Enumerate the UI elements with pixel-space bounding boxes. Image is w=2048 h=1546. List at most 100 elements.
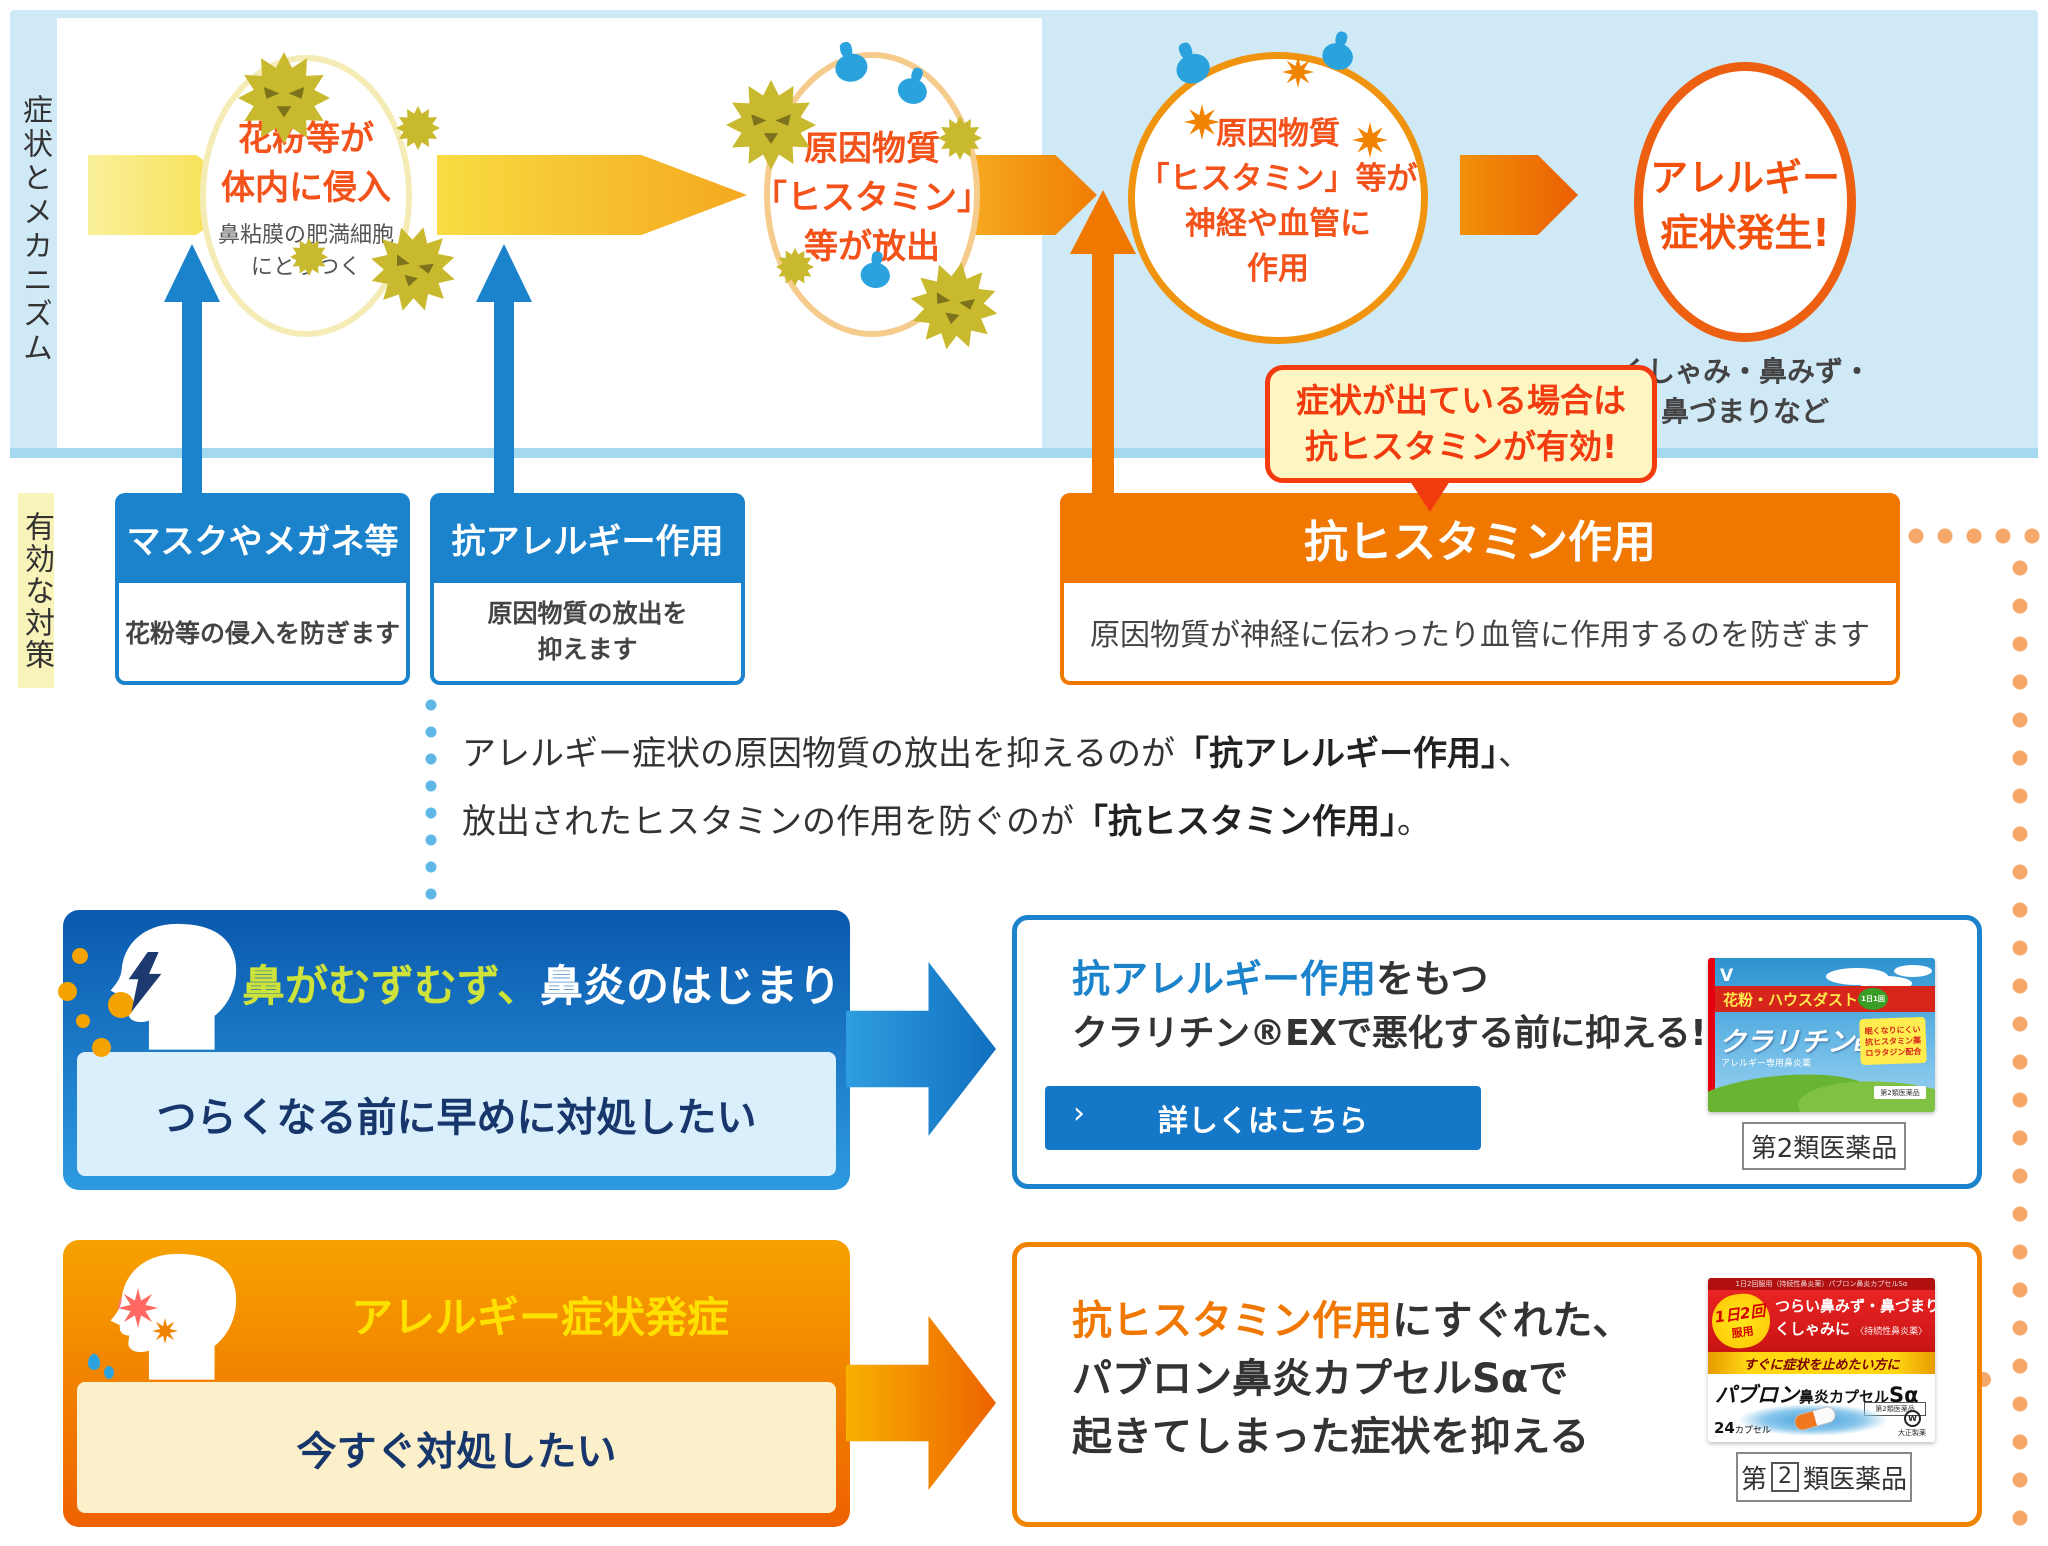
pollen-icon xyxy=(903,255,1005,357)
pollen-icon xyxy=(776,248,814,286)
pollen-icon xyxy=(938,116,982,160)
details-button-label: 詳しくはこちら xyxy=(1158,1104,1368,1139)
step4-circle: アレルギー 症状発生! xyxy=(1634,62,1856,342)
case1-wish-text: つらくなる前に早めに対処したい xyxy=(156,1095,757,1141)
box-mask-desc: 花粉等の侵入を防ぎます xyxy=(124,619,400,648)
case1-drug-class-label: 第2類医薬品 xyxy=(1742,1122,1906,1170)
claritin-dose-badge-label: 1日1回 xyxy=(1861,995,1885,1003)
step4-title-line2: 症状発生! xyxy=(1660,211,1830,255)
case2-wish: 今すぐ対処したい xyxy=(77,1382,836,1513)
antihistamine-callout: 症状が出ている場合は 抗ヒスタミンが有効! xyxy=(1265,365,1657,483)
box-antihistamine-title: 抗ヒスタミン作用 xyxy=(1304,517,1656,568)
box-mask-header: マスクやメガネ等 xyxy=(115,493,410,583)
step3-title-line1: 原因物質 xyxy=(1216,116,1340,152)
antihistamine-up-arrow-shaft xyxy=(1092,252,1114,500)
details-button[interactable]: › 詳しくはこちら xyxy=(1045,1086,1481,1150)
claritin-tagline: アレルギー専用鼻炎薬 xyxy=(1721,1059,1812,1069)
antiallergy-up-arrow-head xyxy=(476,244,532,302)
mask-up-arrow-shaft xyxy=(182,300,202,495)
case1-arrow xyxy=(846,962,996,1136)
case1-solution-bold: 抗アレルギー作用 xyxy=(1072,957,1377,1001)
head-profile-icon xyxy=(88,918,238,1050)
case2-arrow xyxy=(846,1316,996,1490)
mask-up-arrow-head xyxy=(164,244,220,302)
claritin-band: 花粉・ハウスダスト xyxy=(1715,986,1935,1012)
symptoms-note-line1: くしゃみ・鼻みず・ xyxy=(1618,355,1871,388)
claritin-band-label: 花粉・ハウスダスト xyxy=(1723,990,1859,1009)
pabron-name: パブロン鼻炎カプセルSα xyxy=(1715,1379,1919,1409)
case1-solution-rest: をもつ xyxy=(1376,957,1489,1001)
explanation-line2-pre: 放出されたヒスタミンの作用を防ぐのが xyxy=(462,802,1074,842)
taisho-logo-glyph: W xyxy=(1908,1414,1917,1423)
step1-circle: 花粉等が 体内に侵入 鼻粘膜の肥満細胞 にとりつく xyxy=(200,55,412,337)
explanation-line2-bold: 「抗ヒスタミン作用」 xyxy=(1074,802,1397,842)
step2-title-line1: 原因物質 xyxy=(804,129,940,169)
pabron-top-strip: 1日2回服用（持続性鼻炎薬）パブロン鼻炎カプセルSα xyxy=(1708,1278,1935,1290)
callout-line2: 抗ヒスタミンが有効! xyxy=(1304,427,1618,466)
pabron-count-unit: カプセル xyxy=(1734,1426,1771,1436)
step1-note-line1: 鼻粘膜の肥満細胞 xyxy=(217,223,394,248)
pollen-dot xyxy=(58,982,77,1001)
box-antiallergy-title: 抗アレルギー作用 xyxy=(451,521,724,562)
case1-solution-line2: クラリチン®EXで悪化する前に抑える! xyxy=(1072,1013,1707,1054)
case2-title: アレルギー症状発症 xyxy=(350,1293,729,1342)
claritin-name: クラリチンEX xyxy=(1719,1020,1879,1059)
pollen-dot xyxy=(76,1014,90,1028)
sneeze-droplet xyxy=(88,1354,100,1370)
claritin-dose-badge: 1日1回 xyxy=(1858,988,1888,1010)
step3-title-line4: 作用 xyxy=(1247,251,1309,287)
pabron-yellow-band: すぐに症状を止めたい方に xyxy=(1708,1352,1935,1374)
pabron-count: 24カプセル xyxy=(1714,1418,1771,1437)
case2-class-pre: 第 xyxy=(1740,1464,1767,1495)
explanation-line1-post: 、 xyxy=(1497,734,1532,774)
pollen-icon xyxy=(396,106,440,150)
pollen-icon xyxy=(290,238,328,276)
case2-solution-line2: パブロン鼻炎カプセルSαで xyxy=(1072,1356,1569,1402)
case2-card-body xyxy=(77,1382,836,1513)
symptoms-note-line2: 鼻づまりなど xyxy=(1660,395,1829,428)
step1-title-line2: 体内に侵入 xyxy=(221,168,391,208)
step3-title-line3: 神経や血管に xyxy=(1185,206,1371,242)
claritin-class-chip: 第2類医薬品 xyxy=(1874,1086,1926,1099)
box-mask-body: 花粉等の侵入を防ぎます xyxy=(115,583,410,685)
burst-icon xyxy=(1352,122,1388,158)
box-antiallergy-body: 原因物質の放出を 抑えます xyxy=(430,583,745,685)
pabron-count-num: 24 xyxy=(1714,1419,1735,1437)
pabron-headline2-main: くしゃみに xyxy=(1775,1320,1851,1338)
box-mask-title: マスクやメガネ等 xyxy=(126,521,399,562)
band-bottom-edge xyxy=(10,448,2038,458)
sneeze-burst-icon xyxy=(152,1318,178,1344)
pabron-headline1: つらい鼻みず・鼻づまり・ xyxy=(1775,1297,1935,1315)
case2-solution-rest: にすぐれた、 xyxy=(1392,1298,1633,1344)
pabron-headline2-note: 〈持続性鼻炎薬〉 xyxy=(1855,1327,1928,1337)
burst-icon xyxy=(1184,104,1220,140)
box-antiallergy-desc1: 原因物質の放出を xyxy=(487,599,688,628)
orange-dotted-line-vertical xyxy=(2012,558,2028,1546)
antihistamine-up-arrow-head xyxy=(1070,190,1136,254)
histamine-icon xyxy=(853,247,898,292)
pabron-maker: 大正製薬 xyxy=(1898,1429,1926,1437)
explanation-line1-pre: アレルギー症状の原因物質の放出を抑えるのが xyxy=(462,734,1175,774)
box-antiallergy-desc2: 抑えます xyxy=(537,635,638,664)
case1-drug-class-text: 第2類医薬品 xyxy=(1750,1133,1898,1164)
countermeasure-sidebar-label: 有効な対策 xyxy=(19,511,54,671)
claritin-class-chip-label: 第2類医薬品 xyxy=(1880,1088,1920,1097)
box-antihistamine-desc: 原因物質が神経に伝わったり血管に作用するのを防ぎます xyxy=(1090,618,1870,653)
case1-wish: つらくなる前に早めに対処したい xyxy=(77,1052,836,1176)
explanation-line1-bold: 「抗アレルギー作用」 xyxy=(1174,734,1498,774)
box-antihistamine-header: 抗ヒスタミン作用 xyxy=(1060,493,1900,583)
taisho-logo-icon: W xyxy=(1904,1410,1921,1427)
mechanism-sidebar-label: 症状とメカニズム xyxy=(17,94,52,366)
pabron-name-1: パブロン xyxy=(1715,1383,1799,1407)
step3-circle: 原因物質 「ヒスタミン」等が 神経や血管に 作用 xyxy=(1128,52,1428,344)
cloud-icon xyxy=(1894,965,1932,977)
symptoms-note: くしゃみ・鼻みず・ 鼻づまりなど xyxy=(1595,352,1895,432)
claritin-feature-box: 眠くなりにくい 抗ヒスタミン薬 ロラタジン配合 xyxy=(1859,1016,1927,1066)
pollen-dot xyxy=(92,1038,111,1057)
pollen-icon xyxy=(238,52,330,144)
orange-dotted-line-horizontal xyxy=(1906,528,2042,544)
case2-class-post: 類医薬品 xyxy=(1803,1464,1908,1495)
box-antihistamine-body: 原因物質が神経に伝わったり血管に作用するのを防ぎます xyxy=(1060,583,1900,685)
